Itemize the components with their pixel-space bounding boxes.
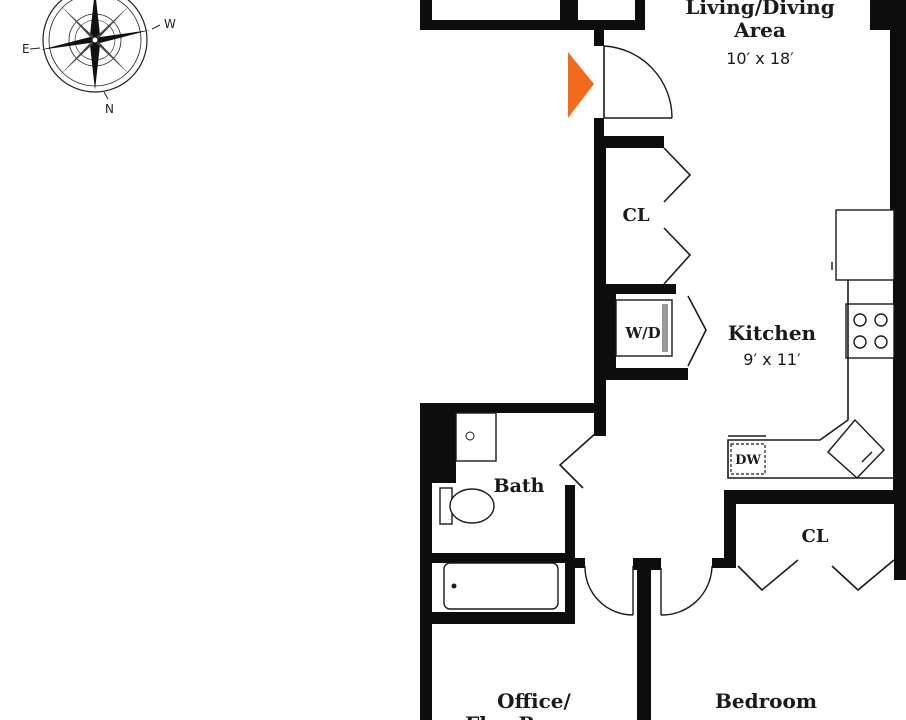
bedroom-closet-label: CL — [802, 526, 829, 547]
kitchen-counter — [727, 280, 893, 479]
compass-east-label: E — [22, 42, 30, 56]
bath-door — [558, 432, 597, 489]
dishwasher-icon — [730, 443, 766, 475]
bathtub-icon — [443, 562, 559, 610]
kitchen-size: 9′ x 11′ — [743, 350, 801, 369]
office-label-line2: Flex Room — [465, 712, 583, 720]
compass-rose-icon — [29, 0, 161, 100]
office-label-line1: Office/ — [497, 689, 571, 713]
kitchen-sink-icon — [827, 418, 885, 479]
bedroom-closet-doors — [737, 559, 895, 592]
living-room-label-line2: Area — [733, 18, 786, 42]
toilet-icon — [439, 487, 495, 525]
hall-closet-label: CL — [623, 205, 650, 226]
office-door — [584, 565, 634, 616]
washer-dryer-label: W/D — [624, 324, 660, 342]
living-room-label-line1: Living/Diving — [685, 0, 834, 19]
hall-closet-doors — [663, 147, 692, 285]
stove-icon — [845, 303, 895, 359]
washer-dryer-icon — [615, 295, 707, 367]
bedroom-door — [660, 565, 713, 616]
entry-arrow-icon — [568, 52, 594, 118]
bedroom-label: Bedroom — [715, 689, 817, 713]
walls — [420, 0, 906, 720]
dishwasher-label: DW — [735, 453, 761, 468]
entry-door — [603, 45, 673, 119]
bath-label: Bath — [494, 475, 545, 497]
compass-north-label: N — [105, 102, 114, 116]
bath-sink-icon — [455, 412, 497, 462]
compass-west-label: W — [164, 17, 176, 31]
kitchen-label: Kitchen — [728, 321, 817, 345]
living-room-size: 10′ x 18′ — [726, 49, 794, 68]
refrigerator-icon — [831, 209, 895, 281]
